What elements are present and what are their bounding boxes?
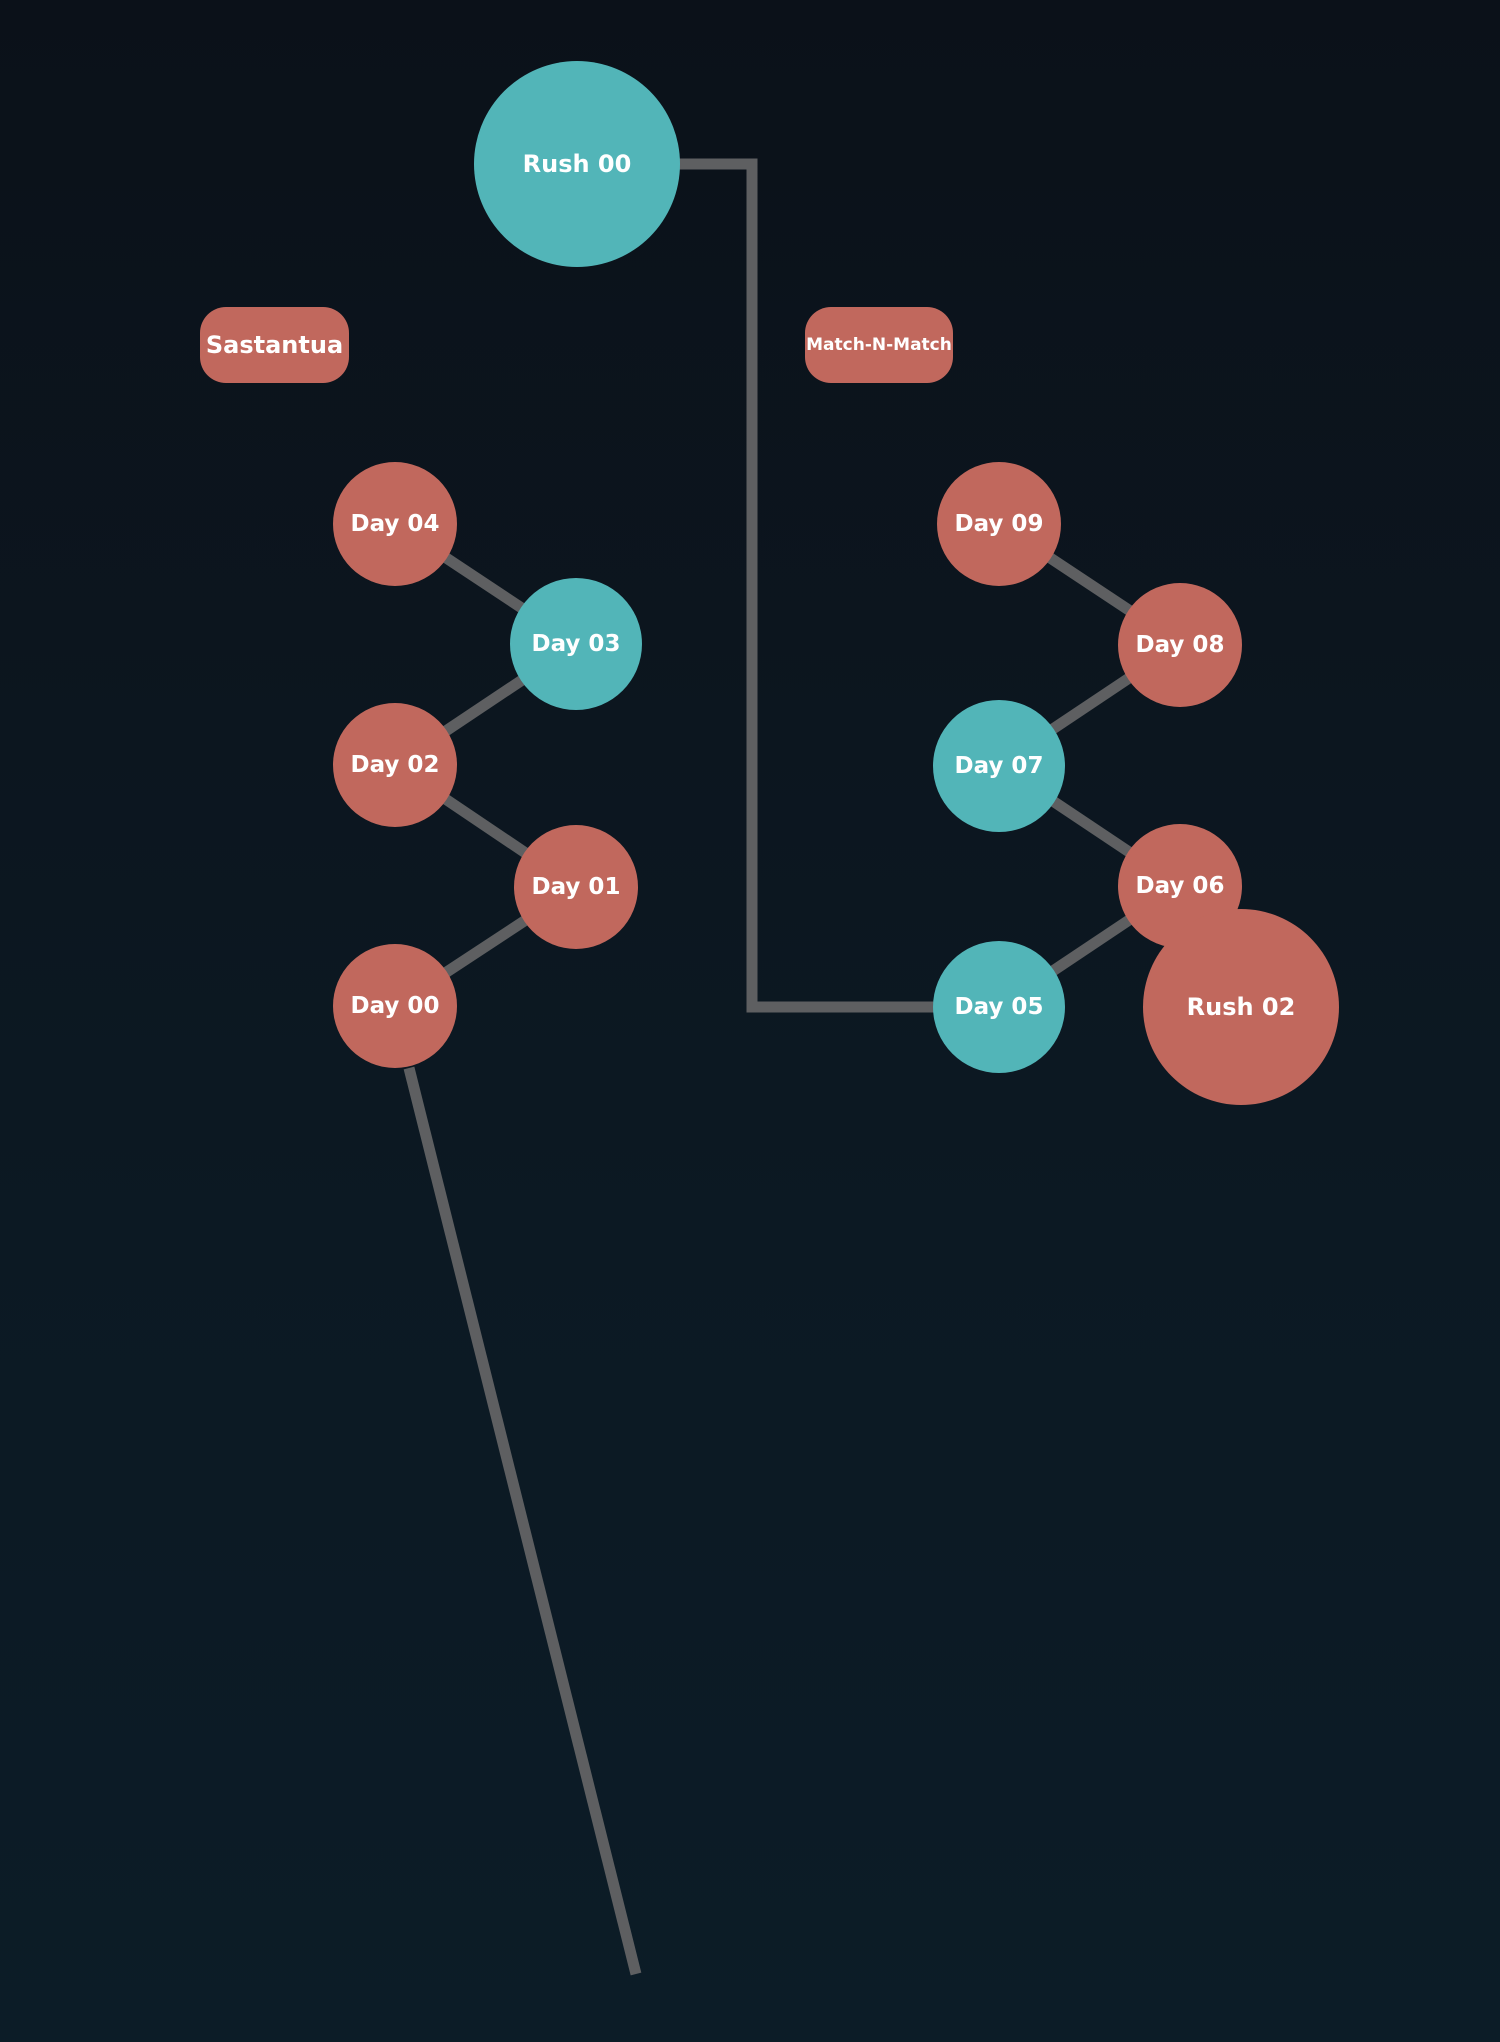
day-02-node[interactable]: Day 02 [333, 703, 457, 827]
day-02-label: Day 02 [350, 752, 440, 778]
day-00-node[interactable]: Day 00 [333, 944, 457, 1068]
connector-day00-exit [403, 1066, 642, 1976]
day-01-node[interactable]: Day 01 [514, 825, 638, 949]
day-01-label: Day 01 [531, 874, 621, 900]
day-00-label: Day 00 [350, 993, 440, 1019]
sastantua-project[interactable]: Sastantua [200, 307, 349, 383]
day-05-node[interactable]: Day 05 [933, 941, 1065, 1073]
day-05-label: Day 05 [954, 994, 1044, 1020]
rush-02-label: Rush 02 [1186, 993, 1296, 1021]
day-03-node[interactable]: Day 03 [510, 578, 642, 710]
day-09-node[interactable]: Day 09 [937, 462, 1061, 586]
day-04-node[interactable]: Day 04 [333, 462, 457, 586]
day-08-label: Day 08 [1135, 632, 1225, 658]
rush-00-node[interactable]: Rush 00 [474, 61, 680, 267]
day-03-label: Day 03 [531, 631, 621, 657]
match-n-match-project[interactable]: Match-N-Match [805, 307, 953, 383]
rush-00-label: Rush 00 [522, 150, 632, 178]
day-07-label: Day 07 [954, 753, 1044, 779]
day-08-node[interactable]: Day 08 [1118, 583, 1242, 707]
sastantua-label: Sastantua [205, 331, 344, 359]
day-06-label: Day 06 [1135, 873, 1225, 899]
connector-rush00-day05 [676, 158, 1000, 1013]
day-04-label: Day 04 [350, 511, 440, 537]
match-n-match-label: Match-N-Match [806, 335, 952, 355]
day-09-label: Day 09 [954, 511, 1044, 537]
rush-02-node[interactable]: Rush 02 [1143, 909, 1339, 1105]
day-07-node[interactable]: Day 07 [933, 700, 1065, 832]
